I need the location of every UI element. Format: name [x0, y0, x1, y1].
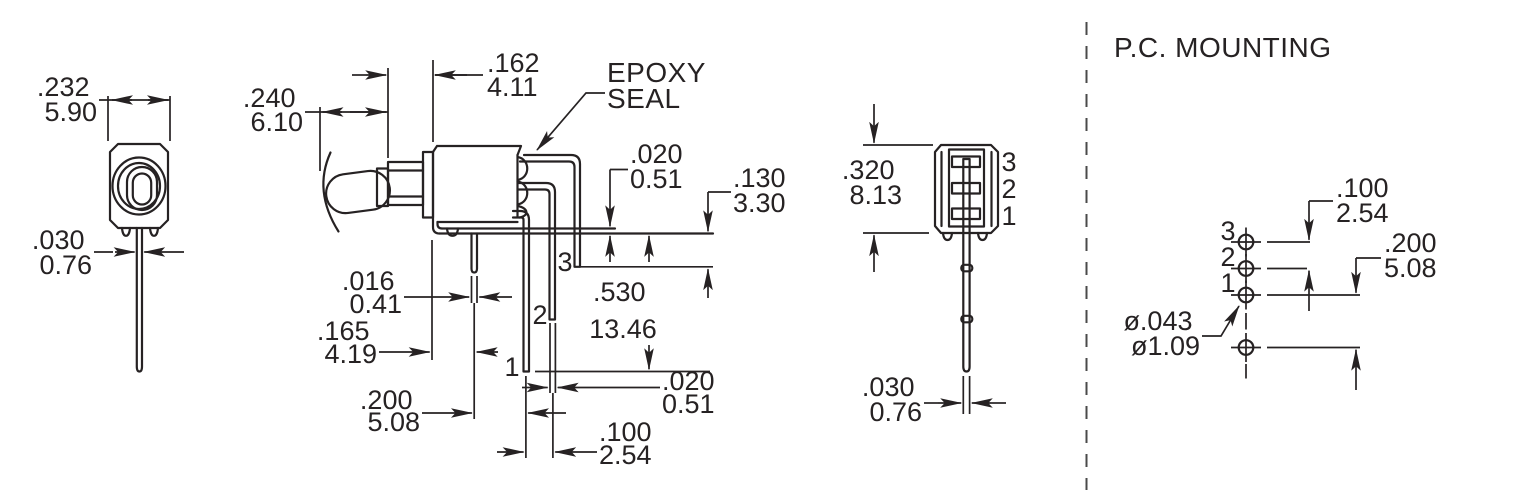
front-toggle-lever: [125, 165, 159, 212]
dim-hole-pitch-text: .100 2.54: [1336, 173, 1396, 228]
dim-hole-diameter-text: ø.043 ø1.09: [1123, 306, 1200, 361]
pc-mounting-view: P.C. MOUNTING 3 2 1: [1114, 32, 1444, 390]
dim-terminal3-length: [703, 191, 731, 298]
back-body-outline: [933, 143, 1000, 242]
side-support-pin: [470, 232, 479, 274]
hole1-label: 1: [1220, 268, 1235, 298]
side-terminal-2: [516, 181, 557, 321]
side-toggle-lever: [325, 169, 391, 215]
dim-support-to-pin1-text: .200 5.08: [360, 385, 420, 437]
side-terminal-3: [518, 153, 582, 268]
dim-body-height: [863, 104, 933, 272]
dim-pin1-to-pin2-text: .100 2.54: [599, 417, 659, 470]
dim-hole-pitch-2x-text: .200 5.08: [1384, 228, 1444, 283]
front-view: .232 5.90 .030 0.76: [32, 72, 184, 373]
lever-swing-arc: [322, 151, 340, 233]
side-bushing: [386, 150, 435, 219]
back-pc-pin: [960, 157, 974, 373]
pc-mounting-title: P.C. MOUNTING: [1114, 32, 1332, 63]
front-dim-body-width-text: .232 5.90: [37, 72, 97, 127]
front-toggle-lever-inner: [131, 172, 153, 206]
back-view: 3 2 1 .320 8.13 .030 0.76: [842, 104, 1017, 427]
side-terminal2-label: 2: [532, 300, 547, 330]
side-terminal-1: [511, 209, 531, 373]
bracket-foot: [445, 227, 460, 237]
dim-lever-length-text: .240 6.10: [243, 83, 303, 137]
back-terminal-slots: [950, 155, 982, 221]
dim-bushing-length-text: .162 4.11: [487, 48, 547, 102]
hole3-label: 3: [1220, 216, 1235, 246]
hole2-label: 2: [1220, 242, 1235, 272]
dim-back-pin-width: [924, 376, 1006, 414]
dim-terminal-length-text: .530 13.46: [589, 277, 657, 344]
front-bushing-ring: [111, 156, 167, 216]
dim-terminal3-length-text: .130 3.30: [733, 163, 793, 218]
front-pc-pin: [135, 226, 144, 373]
dim-terminal-thickness-text: .020 0.51: [662, 366, 722, 419]
dim-standoff-height-text: .020 0.51: [630, 139, 690, 194]
dim-support-pin-width-text: .016 0.41: [342, 266, 402, 319]
back-terminal1-label: 1: [1001, 201, 1016, 231]
front-bushing-inner-ring: [116, 161, 162, 211]
side-terminal1-label: 1: [504, 352, 519, 382]
epoxy-seal-label: EPOXY SEAL: [607, 57, 714, 114]
epoxy-seal-leader: [536, 92, 605, 151]
epoxy-seal-scallops: [516, 155, 529, 219]
mounting-hole-lever-pin: [1231, 333, 1261, 362]
front-dim-pin-width-text: .030 0.76: [32, 225, 92, 280]
front-body-outline: [108, 142, 170, 237]
dim-hole-pitch: [1304, 200, 1333, 311]
back-terminal3-label: 3: [1001, 147, 1016, 177]
front-dim-body-width: [99, 95, 171, 141]
dim-back-pin-width-text: .030 0.76: [862, 372, 922, 427]
side-view: .240 6.10 .162 4.11 EPOXY SEAL .020: [243, 48, 793, 470]
dim-hole-pitch-2x: [1351, 257, 1381, 390]
mounting-hole-2: [1231, 254, 1261, 283]
side-body-outline: [431, 144, 715, 237]
hole-reference-lines: [1267, 241, 1360, 349]
back-terminal2-label: 2: [1001, 174, 1016, 204]
side-extension-lines: [319, 60, 557, 458]
dim-support-pin-offset-text: .165 4.19: [317, 316, 377, 369]
mounting-hole-1: [1231, 280, 1261, 310]
side-terminal3-label: 3: [557, 247, 572, 277]
dim-body-height-text: .320 8.13: [842, 155, 902, 210]
mounting-hole-3: [1231, 227, 1261, 257]
dim-standoff-height: [605, 168, 628, 262]
hole-diameter-leader: [1202, 305, 1240, 337]
